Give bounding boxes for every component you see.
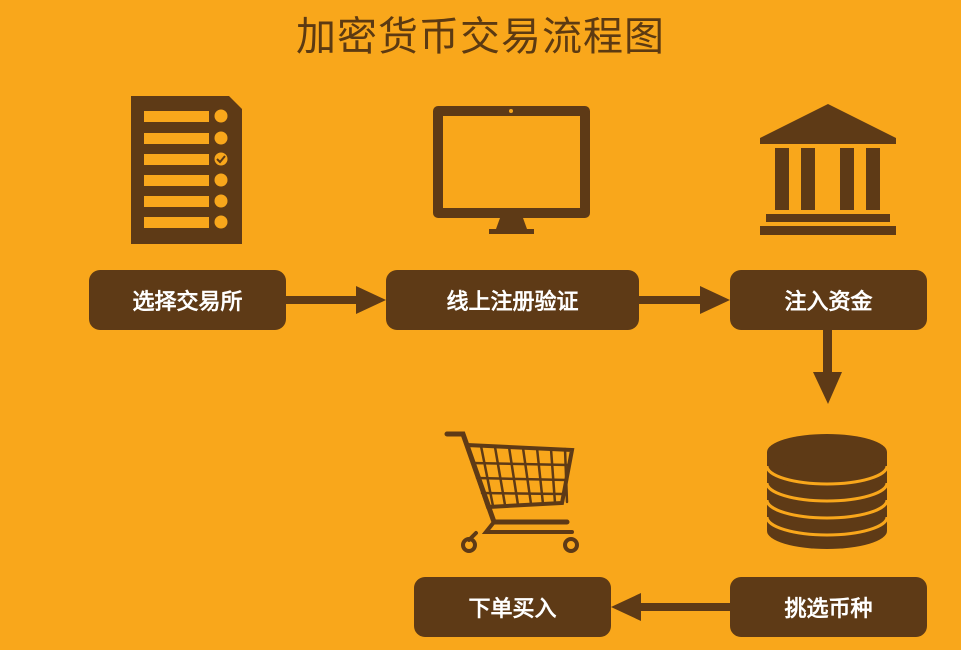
step-place-order: 下单买入: [414, 577, 611, 637]
arrow-step2-to-step3: [639, 286, 730, 314]
step-online-registration: 线上注册验证: [386, 270, 639, 330]
step-deposit-funds: 注入资金: [730, 270, 927, 330]
shopping-cart-icon: [444, 431, 579, 553]
step-choose-coin: 挑选币种: [730, 577, 927, 637]
coin-stack-icon: [765, 434, 889, 549]
monitor-icon: [433, 106, 590, 234]
bank-icon: [760, 104, 896, 235]
arrow-step4-to-step5: [611, 593, 730, 621]
diagram-title: 加密货币交易流程图: [296, 14, 665, 60]
step-select-exchange: 选择交易所: [89, 270, 286, 330]
arrow-step3-to-step4: [813, 330, 842, 404]
checklist-icon: [131, 96, 242, 244]
arrow-step1-to-step2: [286, 286, 386, 314]
